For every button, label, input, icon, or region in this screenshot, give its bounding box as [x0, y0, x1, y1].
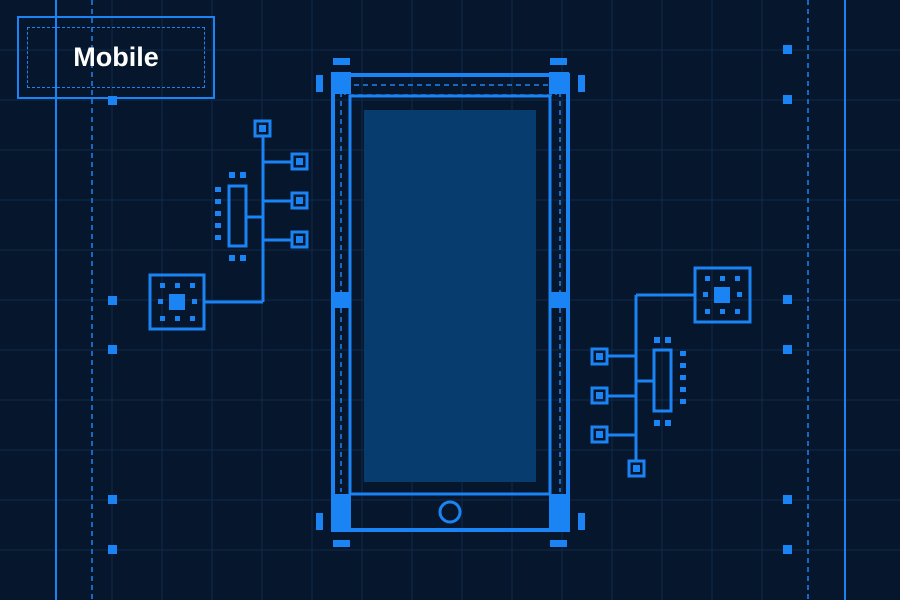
title-label-inner: Mobile	[27, 27, 205, 88]
left-circuit	[148, 119, 309, 331]
right-chip-details	[596, 276, 742, 472]
title-label-box: Mobile	[17, 16, 215, 99]
right-circuit	[590, 266, 752, 478]
page-title: Mobile	[73, 42, 159, 72]
smartphone-icon	[316, 58, 585, 547]
frame-lines	[55, 0, 846, 600]
home-button-icon	[438, 500, 462, 524]
phone-screen	[364, 110, 536, 482]
side-markers	[108, 45, 792, 554]
left-chip-details	[158, 125, 303, 321]
